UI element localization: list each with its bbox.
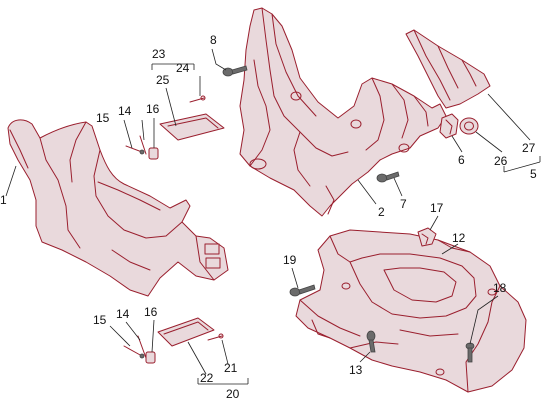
callout-16b: 16: [144, 305, 158, 319]
callout-5: 5: [530, 167, 537, 181]
fastener-pin-15b: [123, 345, 145, 359]
callout-2: 2: [378, 205, 385, 219]
callout-22: 22: [200, 371, 214, 385]
callout-6: 6: [458, 153, 465, 167]
callout-1: 1: [0, 193, 7, 207]
part-plate-22: [157, 317, 215, 347]
fastener-screw-19: [289, 284, 316, 297]
callout-20: 20: [226, 387, 240, 401]
callout-16a: 16: [146, 102, 160, 116]
callout-8: 8: [210, 33, 217, 47]
callout-12: 12: [452, 231, 466, 245]
fastener-screw-7: [376, 171, 400, 183]
callout-23: 23: [152, 47, 166, 61]
fastener-clip-16b: [145, 351, 156, 364]
fastener-screw-8: [222, 65, 248, 77]
part-plate-25: [159, 113, 225, 141]
part-clip: [439, 113, 459, 139]
callout-27: 27: [522, 141, 536, 155]
part-pin-24: [189, 95, 206, 103]
callout-14a: 14: [118, 104, 132, 118]
callout-14b: 14: [116, 307, 130, 321]
callout-13: 13: [349, 363, 363, 377]
callout-15a: 15: [96, 111, 110, 125]
callout-17: 17: [430, 201, 444, 215]
leader-lines: [5, 48, 541, 385]
fastener-pin-14a: [139, 135, 147, 155]
part-lower-cover: [295, 229, 527, 393]
callout-19: 19: [283, 253, 297, 267]
callout-labels: 1 2 5 6 7 8 12 13 14 14 15 15 16 16 17 1…: [0, 33, 537, 401]
callout-26: 26: [494, 154, 508, 168]
fastener-clip-16a: [148, 147, 159, 160]
callout-18: 18: [493, 281, 507, 295]
callout-7: 7: [400, 197, 407, 211]
part-clip-17: [417, 227, 437, 247]
callout-15b: 15: [93, 313, 107, 327]
part-grommet: [459, 117, 479, 135]
part-front-handlebar-cover: [7, 119, 229, 297]
fastener-pin-15a: [125, 145, 145, 155]
part-rear-handlebar-cover: [239, 7, 447, 217]
fastener-screw-18: [465, 342, 475, 363]
fastener-screw-13: [366, 330, 376, 353]
callout-25: 25: [156, 73, 170, 87]
part-pin-21: [207, 333, 224, 341]
callout-24: 24: [176, 61, 190, 75]
callout-21: 21: [224, 361, 238, 375]
part-trim-piece: [405, 29, 491, 109]
